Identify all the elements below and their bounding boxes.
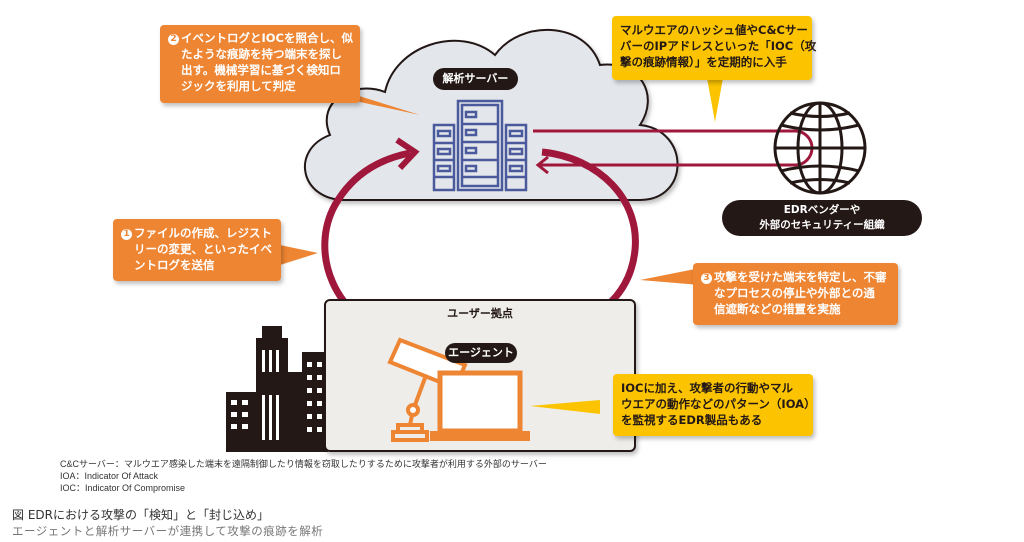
server-rack-icon (432, 99, 528, 192)
vendor-label-line-2: 外部のセキュリティー組織 (759, 219, 885, 231)
step-number-badge: 2 (168, 34, 179, 45)
user-site-box (324, 299, 636, 452)
glossary-notes: C&Cサーバー：マルウエア感染した端末を遠隔制御したり情報を窃取したりするために… (60, 458, 547, 494)
user-site-label: ユーザー拠点 (447, 307, 513, 320)
office-buildings-icon (226, 326, 328, 452)
callout-ioa: IOCに加え、攻撃者の行動やマル ウエアの動作などのパターン（IOA） を監視す… (613, 374, 816, 436)
note-ioa: IOA：Indicator Of Attack (60, 471, 159, 481)
analysis-server-label: 解析サーバー (433, 68, 518, 90)
globe-icon (773, 101, 867, 195)
figure-caption-title: 図 EDRにおける攻撃の「検知」と「封じ込め」 (12, 508, 269, 522)
note-cc-server: C&Cサーバー：マルウエア感染した端末を遠隔制御したり情報を窃取したりするために… (60, 459, 547, 469)
step-number-badge: 3 (701, 273, 712, 284)
figure-caption-subtitle: エージェントと解析サーバーが連携して攻撃の痕跡を解析 (12, 524, 324, 538)
callout-ioc-feed: マルウエアのハッシュ値やC&Cサー バーのIPアドレスといった「IOC（攻 撃の… (612, 16, 816, 80)
agent-label: エージェント (445, 343, 517, 363)
step-number-badge: 1 (121, 229, 132, 240)
vendor-label-line-1: EDRベンダーや (783, 204, 861, 216)
vendor-label: EDRベンダーや 外部のセキュリティー組織 (722, 200, 922, 236)
note-ioc: IOC：Indicator Of Compromise (60, 483, 186, 493)
